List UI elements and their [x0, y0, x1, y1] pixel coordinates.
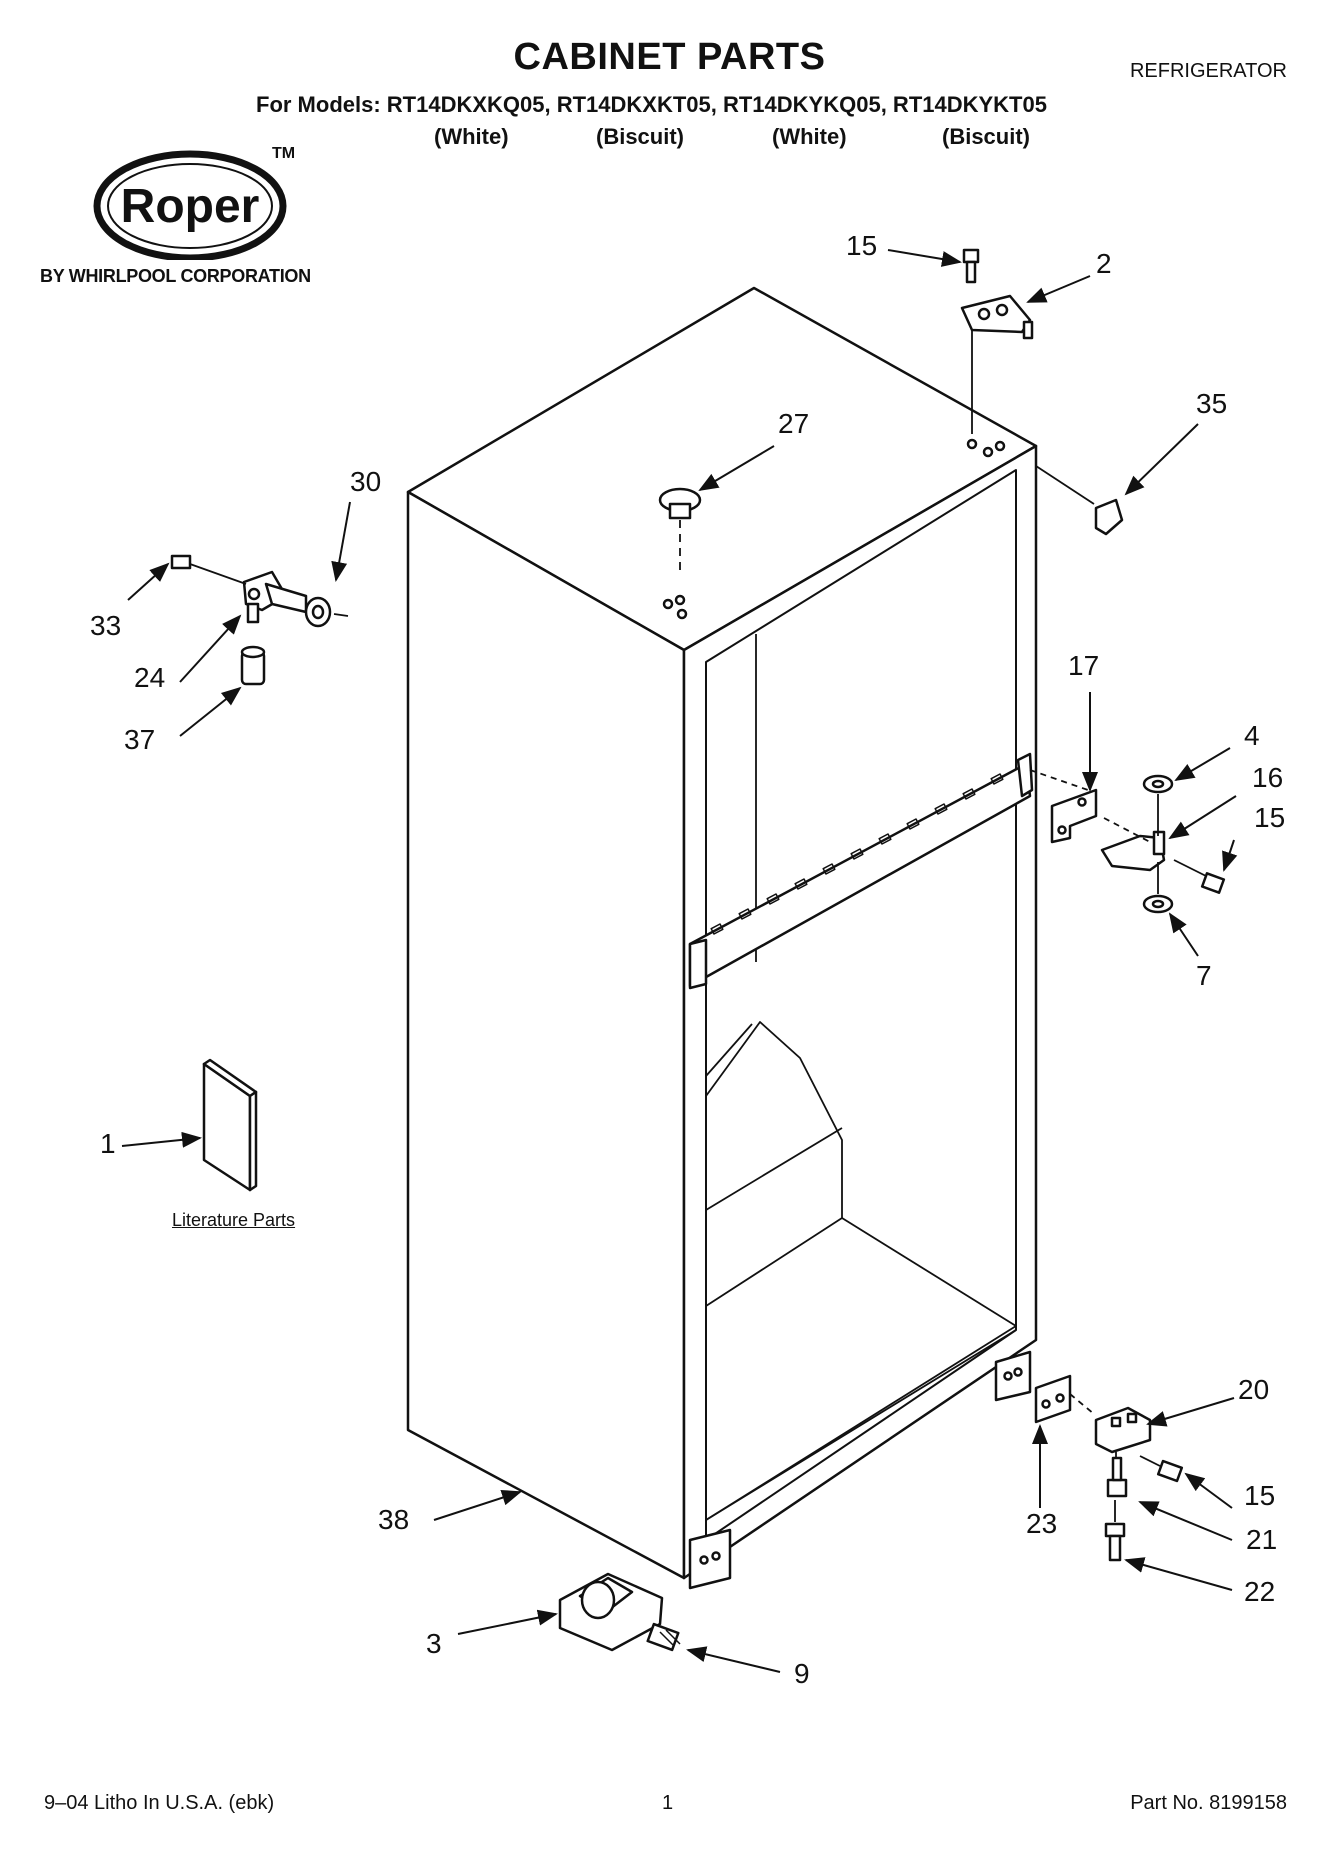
page-title: CABINET PARTS — [513, 36, 826, 78]
cabinet-side — [406, 490, 686, 1580]
callout-3: 3 — [426, 1628, 442, 1659]
appliance-type: REFRIGERATOR — [1129, 60, 1287, 82]
callout-30: 30 — [350, 466, 382, 497]
callout-7: 7 — [1196, 960, 1212, 991]
callout-2: 2 — [1096, 248, 1112, 279]
page-number: 1 — [662, 1792, 674, 1814]
callout-15-top: 15 — [846, 230, 878, 261]
callout-23: 23 — [1026, 1508, 1058, 1539]
color-label: (Biscuit) — [596, 124, 684, 149]
color-label: (Biscuit) — [942, 124, 1030, 149]
callout-33: 33 — [90, 610, 122, 641]
callout-38: 38 — [378, 1504, 410, 1535]
roper-logo: Roper TM — [93, 145, 295, 260]
logo-text: Roper — [121, 180, 260, 233]
callout-16: 16 — [1252, 762, 1284, 793]
callout-4: 4 — [1244, 720, 1260, 751]
callout-35: 35 — [1196, 388, 1228, 419]
trademark-mark: TM — [272, 145, 295, 162]
models-line: For Models: RT14DKXKQ05, RT14DKXKT05, RT… — [256, 92, 1047, 117]
callout-24: 24 — [134, 662, 166, 693]
footer-litho: 9–04 Litho In U.S.A. (ebk) — [44, 1792, 275, 1814]
callout-20: 20 — [1238, 1374, 1270, 1405]
callout-15-bottom: 15 — [1244, 1480, 1276, 1511]
color-label: (White) — [434, 124, 509, 149]
callout-27: 27 — [778, 408, 810, 439]
part-number: Part No. 8199158 — [1130, 1792, 1287, 1814]
callout-1: 1 — [100, 1128, 116, 1159]
callout-9: 9 — [794, 1658, 810, 1689]
literature-parts-label: Literature Parts — [172, 1210, 296, 1230]
brand-byline: BY WHIRLPOOL CORPORATION — [40, 266, 311, 286]
callout-22: 22 — [1244, 1576, 1276, 1607]
callout-37: 37 — [124, 724, 156, 755]
callout-15-middle: 15 — [1254, 802, 1286, 833]
callout-17: 17 — [1068, 650, 1100, 681]
callout-21: 21 — [1246, 1524, 1278, 1555]
color-label: (White) — [772, 124, 847, 149]
